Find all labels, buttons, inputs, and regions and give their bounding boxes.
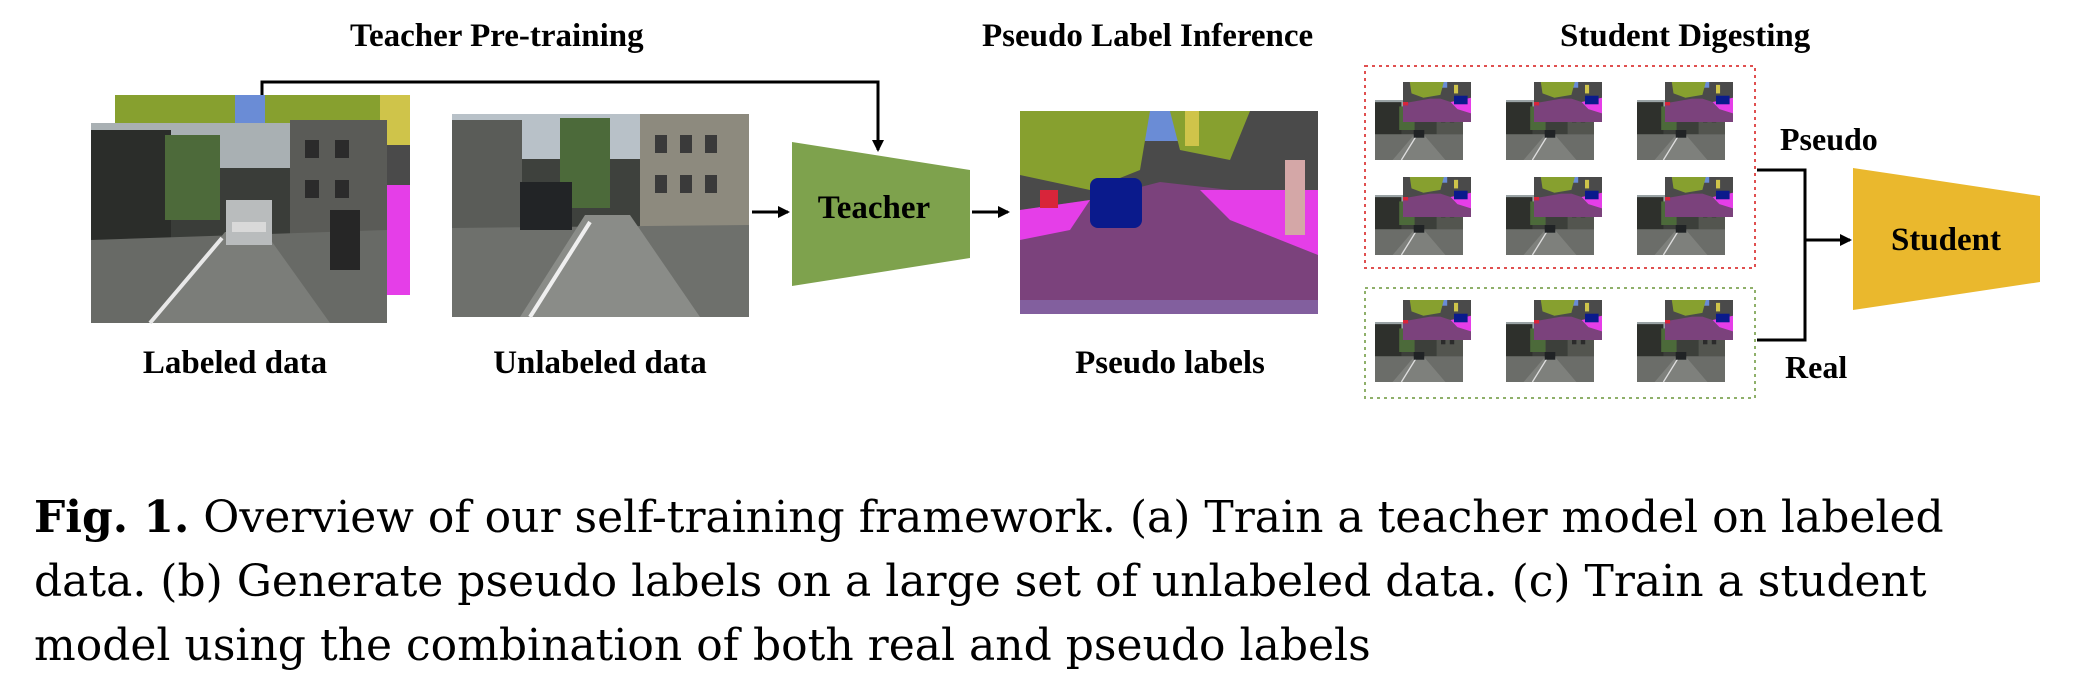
figure-caption: Fig. 1. Overview of our self-training fr… <box>34 486 2044 678</box>
pseudo-thumbnails <box>1375 82 1733 255</box>
teacher-shape <box>792 142 970 286</box>
teacher-pretraining-heading: Teacher Pre-training <box>350 18 644 54</box>
pseudo-labels-label: Pseudo labels <box>1075 345 1265 381</box>
pseudo-label-map <box>1020 111 1318 314</box>
unlabeled-data-photo <box>452 114 749 319</box>
real-thumbnails <box>1375 300 1733 382</box>
labeled-data-stack <box>91 80 884 325</box>
labeled-data-label: Labeled data <box>142 345 328 381</box>
real-group-box <box>1364 287 1756 399</box>
unlabeled-data-label: Unlabeled data <box>493 345 707 381</box>
labeled-data-photo <box>91 120 387 325</box>
pseudo-branch-label: Pseudo <box>1780 121 1878 157</box>
diagram-canvas: Teacher <box>91 65 2040 399</box>
caption-text: Overview of our self-training framework.… <box>34 492 1944 671</box>
student-digesting-heading: Student Digesting <box>1560 18 1811 54</box>
merge-bracket <box>1757 168 1807 342</box>
pseudo-group-box <box>1364 65 1756 269</box>
real-branch-label: Real <box>1785 349 1847 385</box>
teacher-label: Teacher <box>818 190 930 226</box>
student-shape <box>1853 168 2040 310</box>
teacher-model: Teacher <box>792 142 970 286</box>
figure-number: Fig. 1. <box>34 492 190 543</box>
teacher-feedback-arrow <box>260 80 884 152</box>
student-label: Student <box>1891 222 2001 258</box>
student-model: Student <box>1853 168 2040 310</box>
pseudo-label-inference-heading: Pseudo Label Inference <box>982 18 1314 54</box>
